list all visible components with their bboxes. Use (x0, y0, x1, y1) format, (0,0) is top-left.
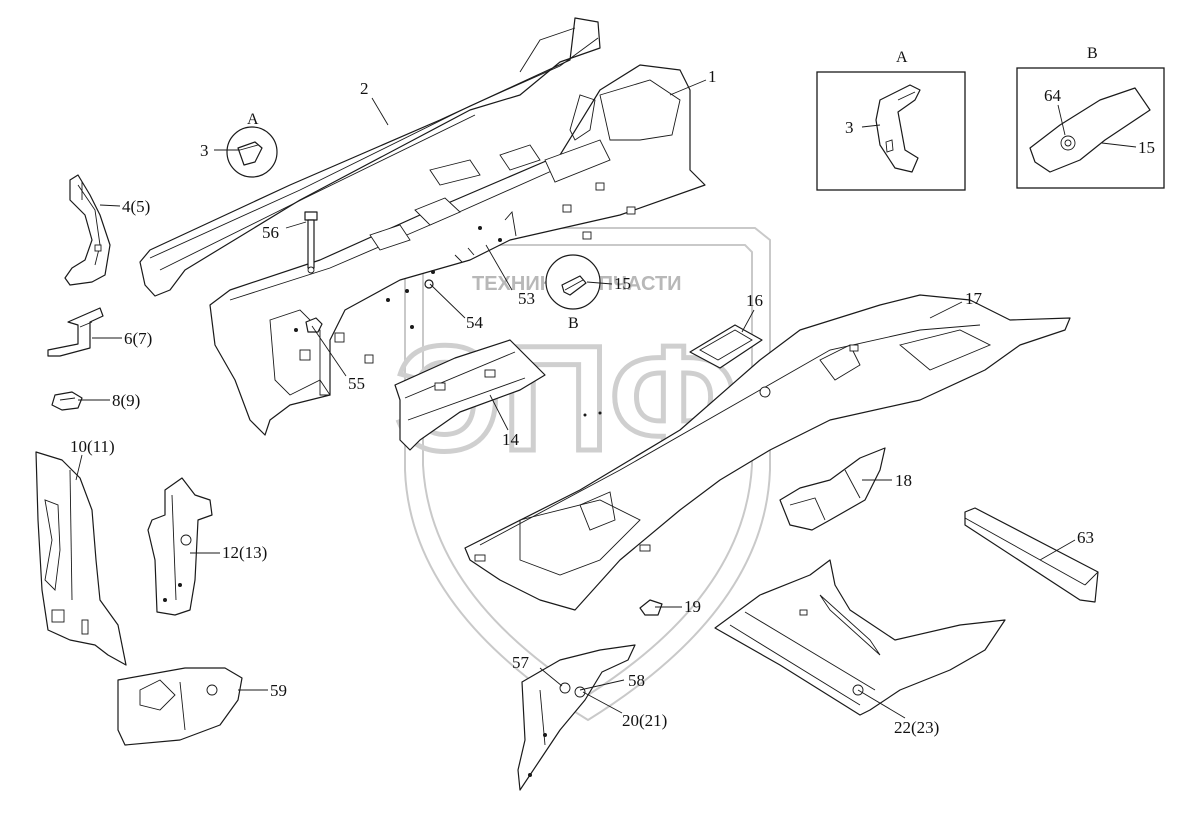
callout-15: 15 (614, 274, 631, 293)
view-a-box-title: A (896, 49, 908, 66)
view-b-box-title: B (1087, 45, 1098, 62)
view-b-label: B (568, 315, 579, 332)
callout-20-21: 20(21) (622, 711, 667, 730)
part-19-plug (639, 599, 663, 616)
part-22-rear-floor (714, 559, 1006, 716)
callout-59: 59 (270, 681, 287, 700)
part-20-pillar-inner (517, 644, 636, 791)
part-15-view-b-circle (545, 254, 601, 310)
callout-22-23: 22(23) (894, 718, 939, 737)
part-14-crossmember (394, 339, 546, 451)
view-b-box: B 64 15 (1016, 45, 1165, 189)
callout-10-11: 10(11) (70, 437, 115, 456)
part-4-bracket (64, 174, 111, 286)
part-15-detail-view (1029, 87, 1151, 173)
callout-54: 54 (466, 313, 484, 332)
callout-14: 14 (502, 430, 520, 449)
view-a-box-callout-3: 3 (845, 118, 854, 137)
view-b-box-callout-64: 64 (1044, 86, 1062, 105)
part-16-cover-plate (689, 324, 763, 369)
part-17-floor-pan (464, 294, 1071, 611)
callout-4-5: 4(5) (122, 197, 150, 216)
part-12-pillar-bracket (147, 477, 213, 616)
callout-56: 56 (262, 223, 279, 242)
callout-2: 2 (360, 79, 369, 98)
callouts: 1 2 A 3 4(5) 6(7) 8(9) 10(11) 12(13) 14 … (70, 67, 1094, 737)
part-55-nut (305, 317, 323, 333)
callout-18: 18 (895, 471, 912, 490)
callout-19: 19 (684, 597, 701, 616)
part-3-detail-view (875, 84, 921, 173)
callout-16: 16 (746, 291, 763, 310)
callout-8-9: 8(9) (112, 391, 140, 410)
part-63-reinforcement (964, 507, 1099, 603)
part-18-bracket (779, 447, 886, 531)
watermark-shield (404, 227, 771, 722)
part-59-bracket (117, 667, 243, 746)
callout-1: 1 (708, 67, 717, 86)
part-54-nut (424, 279, 434, 289)
view-b-box-callout-15: 15 (1138, 138, 1155, 157)
callout-53: 53 (518, 289, 535, 308)
part-3-view-a-circle (226, 126, 278, 178)
view-a-label: A (247, 111, 259, 128)
part-2-cowl-upper-bar (139, 17, 601, 297)
callout-55: 55 (348, 374, 365, 393)
callout-12-13: 12(13) (222, 543, 267, 562)
part-56-bolt (304, 211, 318, 274)
callout-58: 58 (628, 671, 645, 690)
callout-3: 3 (200, 141, 209, 160)
callout-6-7: 6(7) (124, 329, 152, 348)
callout-57: 57 (512, 653, 530, 672)
view-a-box: A 3 (816, 49, 966, 191)
callout-63: 63 (1077, 528, 1094, 547)
part-8-clip (51, 391, 83, 411)
part-1-dash-panel (209, 64, 706, 436)
callout-17: 17 (965, 289, 983, 308)
part-10-side-panel (35, 451, 127, 666)
part-6-bracket (47, 307, 104, 357)
